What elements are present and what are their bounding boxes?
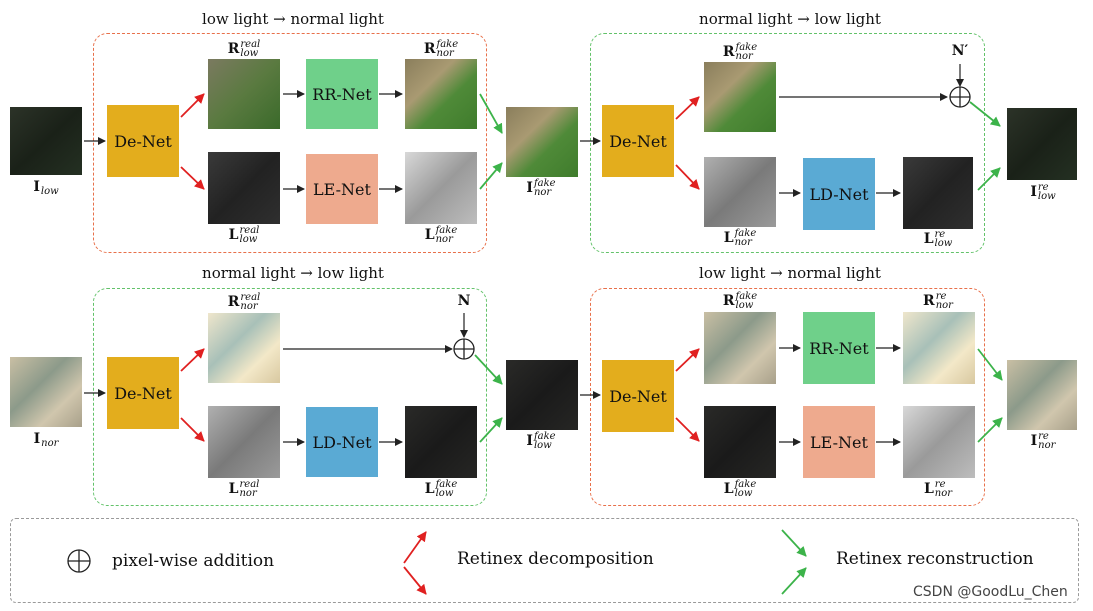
- red-arrow-top-left-up: [180, 93, 205, 118]
- image-i-low: [10, 107, 82, 175]
- de-net-bottom-left: De-Net: [107, 357, 179, 429]
- image-l-low-fake-br: [704, 406, 776, 478]
- image-l-nor-real: [208, 406, 280, 478]
- green-arrow-bottom-left-up: [474, 354, 503, 385]
- image-r-nor-re: [903, 312, 975, 384]
- green-arrow-bottom-right-up: [977, 348, 1003, 381]
- green-arrow-top-right-down: [977, 167, 1001, 191]
- green-arrow-bottom-right-down: [977, 417, 1003, 443]
- legend-red-arrow-down: [403, 566, 427, 595]
- box-top-right: [590, 33, 985, 253]
- red-arrow-bottom-left-up: [180, 348, 205, 372]
- caption-top-left: low light → normal light: [202, 10, 384, 28]
- legend-green-arrow-down: [781, 529, 807, 557]
- image-r-nor-fake: [405, 59, 477, 129]
- image-i-nor-re: [1007, 360, 1077, 430]
- box-bottom-left: [93, 288, 487, 506]
- red-arrow-top-right-up: [675, 96, 700, 120]
- legend-addition-text: pixel-wise addition: [112, 551, 275, 571]
- image-i-low-re: [1007, 108, 1077, 180]
- caption-bottom-left: normal light → low light: [202, 264, 384, 282]
- green-arrow-bottom-left-down: [479, 417, 503, 443]
- label-n: N: [457, 293, 471, 309]
- image-l-low-re: [903, 157, 973, 229]
- image-i-nor: [10, 357, 82, 427]
- red-arrow-top-left-down: [180, 166, 205, 190]
- green-arrow-top-left-down: [479, 162, 503, 190]
- ld-net-bottom: LD-Net: [306, 407, 378, 477]
- green-arrow-top-left-up: [479, 93, 503, 134]
- red-arrow-top-right-down: [675, 164, 700, 190]
- image-i-low-fake: [506, 360, 578, 430]
- box-top-left: [93, 33, 487, 253]
- image-l-low-fake-bl: [405, 406, 477, 478]
- image-r-low-fake: [704, 312, 776, 384]
- label-i-low: I low: [33, 179, 59, 197]
- image-i-nor-fake: [506, 107, 578, 177]
- image-l-low-real: [208, 152, 280, 224]
- image-l-nor-fake-tr: [704, 157, 776, 227]
- legend-red-arrow-up: [403, 531, 427, 564]
- red-arrow-bottom-right-down: [675, 417, 700, 442]
- image-l-nor-re: [903, 406, 975, 478]
- red-arrow-bottom-left-down: [180, 417, 205, 442]
- label-i-nor: I nor: [33, 431, 59, 449]
- caption-bottom-right: low light → normal light: [699, 264, 881, 282]
- rr-net-top: RR-Net: [306, 59, 378, 129]
- green-arrow-top-right-up: [969, 101, 1001, 127]
- label-n-prime: N′: [951, 43, 969, 59]
- ld-net-top: LD-Net: [803, 158, 875, 230]
- watermark: CSDN @GoodLu_Chen: [913, 584, 1068, 600]
- de-net-top-right: De-Net: [602, 105, 674, 177]
- de-net-bottom-right: De-Net: [602, 360, 674, 432]
- box-bottom-right: [590, 288, 985, 506]
- image-r-nor-real: [208, 313, 280, 383]
- red-arrow-bottom-right-up: [675, 348, 700, 372]
- legend-green-arrow-up: [781, 567, 807, 595]
- legend-box: [10, 518, 1079, 603]
- le-net-bottom: LE-Net: [803, 406, 875, 478]
- de-net-top-left: De-Net: [107, 105, 179, 177]
- image-r-nor-fake-tr: [704, 62, 776, 132]
- caption-top-right: normal light → low light: [699, 10, 881, 28]
- image-l-nor-fake: [405, 152, 477, 224]
- rr-net-bottom: RR-Net: [803, 312, 875, 384]
- legend-reconstruction-text: Retinex reconstruction: [836, 549, 1034, 569]
- legend-decomposition-text: Retinex decomposition: [457, 549, 654, 569]
- image-r-low-real: [208, 59, 280, 129]
- le-net-top: LE-Net: [306, 154, 378, 224]
